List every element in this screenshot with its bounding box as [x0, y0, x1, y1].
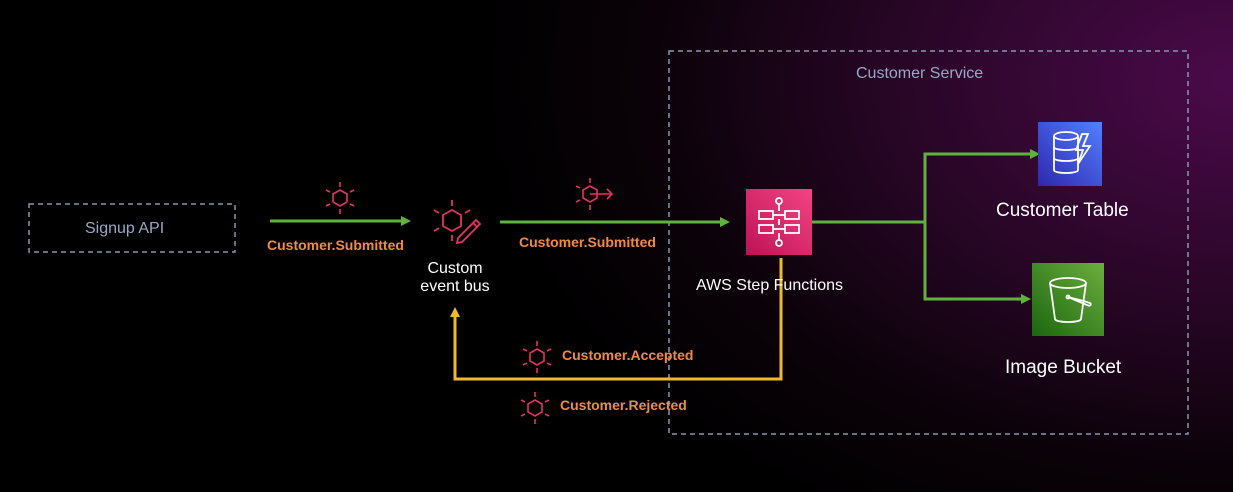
signup-api-label: Signup API — [85, 220, 165, 237]
arrow-to-image-bucket — [923, 222, 1031, 304]
customer-service-label: Customer Service — [856, 65, 984, 82]
eventbridge-custom-bus-icon — [433, 200, 482, 245]
eventbridge-rule-icon — [575, 178, 614, 210]
event-label-submitted-out: Customer.Submitted — [519, 234, 656, 250]
customer-service-container — [668, 50, 1189, 435]
step-functions-icon — [746, 189, 812, 255]
event-bus-label-line2: event bus — [420, 278, 490, 295]
event-bus-label: Custom event bus — [405, 260, 505, 296]
event-label-rejected: Customer.Rejected — [560, 397, 687, 413]
arrow-stepfunctions-to-bus — [450, 258, 783, 381]
image-bucket-label: Image Bucket — [1005, 357, 1122, 378]
event-bus-label-line1: Custom — [427, 260, 483, 277]
event-label-submitted-in: Customer.Submitted — [267, 237, 404, 253]
dynamodb-icon — [1038, 122, 1102, 186]
arrow-to-customer-table — [923, 149, 1040, 222]
event-label-accepted: Customer.Accepted — [562, 347, 694, 363]
s3-bucket-icon — [1032, 263, 1104, 336]
event-hexagon-icon — [520, 392, 550, 424]
event-hexagon-icon — [325, 182, 355, 214]
event-hexagon-icon — [522, 341, 552, 373]
signup-api-box — [28, 203, 236, 253]
step-functions-label: AWS Step Functions — [696, 277, 844, 294]
customer-table-label: Customer Table — [996, 200, 1129, 221]
